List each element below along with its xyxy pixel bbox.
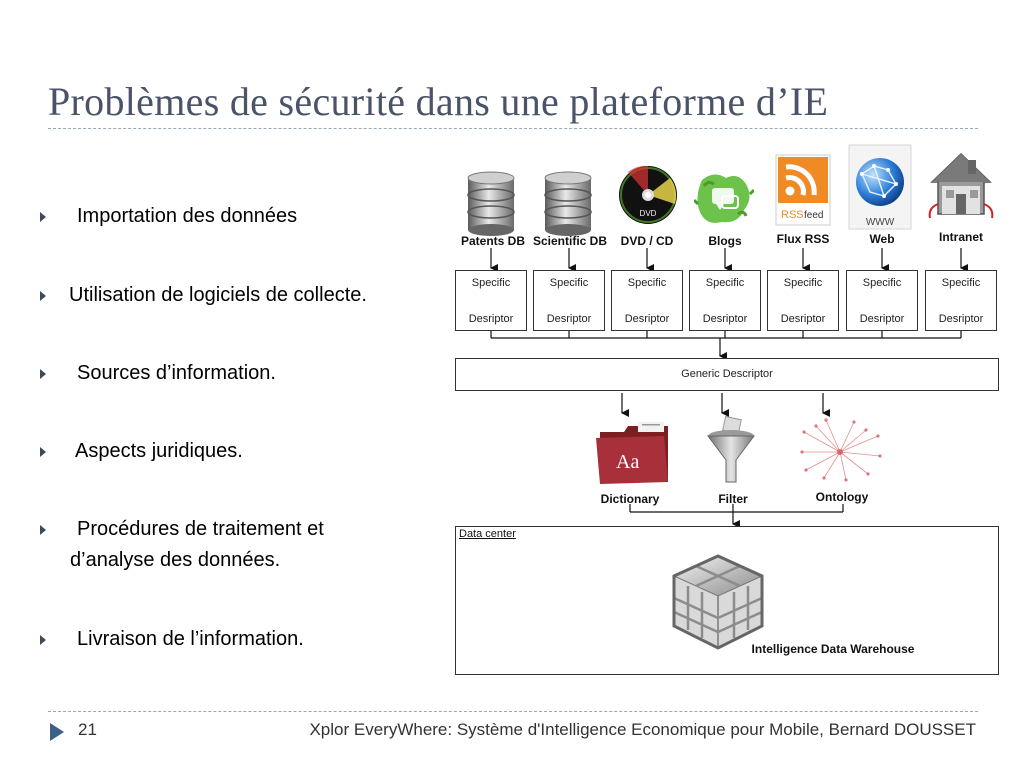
source-label-dvd: DVD / CD [620,234,674,248]
svg-text:DVD: DVD [640,209,657,218]
descriptor-line1: Specific [862,277,902,289]
house-icon [928,152,994,219]
descriptor-line1: Specific [705,277,745,289]
footer-triangle-icon [50,723,64,741]
bullet-text: Aspects juridiques. [75,440,243,462]
source-label-web: Web [869,232,895,246]
descriptor-line1: Specific [941,277,981,289]
tool-label-filter: Filter [718,492,748,506]
bullet-arrow-icon [40,525,46,535]
bullet-arrow-icon [40,447,46,457]
bullet-text: Livraison de l’information. [77,628,304,650]
svg-text:RSS: RSS [781,209,804,221]
source-label-scientific: Scientific DB [532,234,607,248]
descriptor-line2: Desriptor [624,313,670,325]
descriptor-line2: Desriptor [938,313,984,325]
specific-descriptor-box: Specific Desriptor [767,270,839,331]
descriptor-line2: Desriptor [780,313,826,325]
footer-text: Xplor EveryWhere: Système d'Intelligence… [309,720,976,739]
bullet-text: Utilisation de logiciels de collecte. [69,284,367,306]
bullet-arrow-icon [40,291,46,301]
bullet-arrow-icon [40,369,46,379]
bullet-text-continued: d’analyse des données. [70,549,281,571]
bullet-item: Importation des données [40,201,440,232]
source-label-blogs: Blogs [708,234,742,248]
bullet-text: Procédures de traitement et [77,518,324,540]
slide-title: Problèmes de sécurité dans une plateform… [48,79,829,124]
descriptor-line1: Specific [627,277,667,289]
bullet-item: Aspects juridiques. [40,436,440,467]
source-label-rss: Flux RSS [776,232,830,246]
descriptor-line2: Desriptor [468,313,514,325]
page-number: 21 [78,720,97,739]
rss-icon: RSS feed [775,154,831,226]
descriptor-line2: Desriptor [546,313,592,325]
database-icon [544,171,592,236]
source-label-patents: Patents DB [460,234,525,248]
specific-descriptor-box: Specific Desriptor [533,270,605,331]
descriptor-line1: Specific [549,277,589,289]
footer-divider [48,711,978,712]
bullet-item: Utilisation de logiciels de collecte. [40,280,440,311]
svg-text:Aa: Aa [616,451,639,473]
descriptor-line1: Specific [783,277,823,289]
title-divider [48,128,978,129]
funnel-icon [707,416,755,483]
database-icon [467,171,515,236]
dvd-icon: DVD [619,165,677,224]
connector-lines [490,248,968,528]
tool-label-ontology: Ontology [815,490,869,504]
ontology-icon [800,418,882,482]
dictionary-icon: Aa [596,422,668,484]
data-center-label: Data center [459,528,516,540]
bullet-text: Importation des données [77,205,298,227]
tool-label-dictionary: Dictionary [600,492,660,506]
svg-text:WWW: WWW [866,217,895,228]
warehouse-label: Intelligence Data Warehouse [751,642,915,656]
descriptor-line1: Specific [471,277,511,289]
descriptor-line2: Desriptor [702,313,748,325]
bullet-item: Sources d’information. [40,358,440,389]
globe-icon: WWW [848,144,912,230]
descriptor-line2: Desriptor [859,313,905,325]
source-label-intranet: Intranet [938,230,983,244]
specific-descriptor-box: Specific Desriptor [846,270,918,331]
generic-descriptor-label: Generic Descriptor [681,368,773,380]
bullet-text: Sources d’information. [77,362,276,384]
data-cube-icon [672,554,764,650]
bullet-item: Procédures de traitement et d’analyse de… [40,514,440,576]
svg-text:feed: feed [804,210,823,221]
specific-descriptor-box: Specific Desriptor [925,270,997,331]
bullet-item: Livraison de l’information. [40,624,440,655]
specific-descriptor-box: Specific Desriptor [611,270,683,331]
specific-descriptor-box: Specific Desriptor [455,270,527,331]
generic-descriptor-box: Generic Descriptor [455,358,999,391]
bullet-arrow-icon [40,635,46,645]
bullet-arrow-icon [40,212,46,222]
blog-icon [694,174,754,223]
specific-descriptor-box: Specific Desriptor [689,270,761,331]
architecture-diagram: DVD RSS feed WWW [450,140,1005,685]
